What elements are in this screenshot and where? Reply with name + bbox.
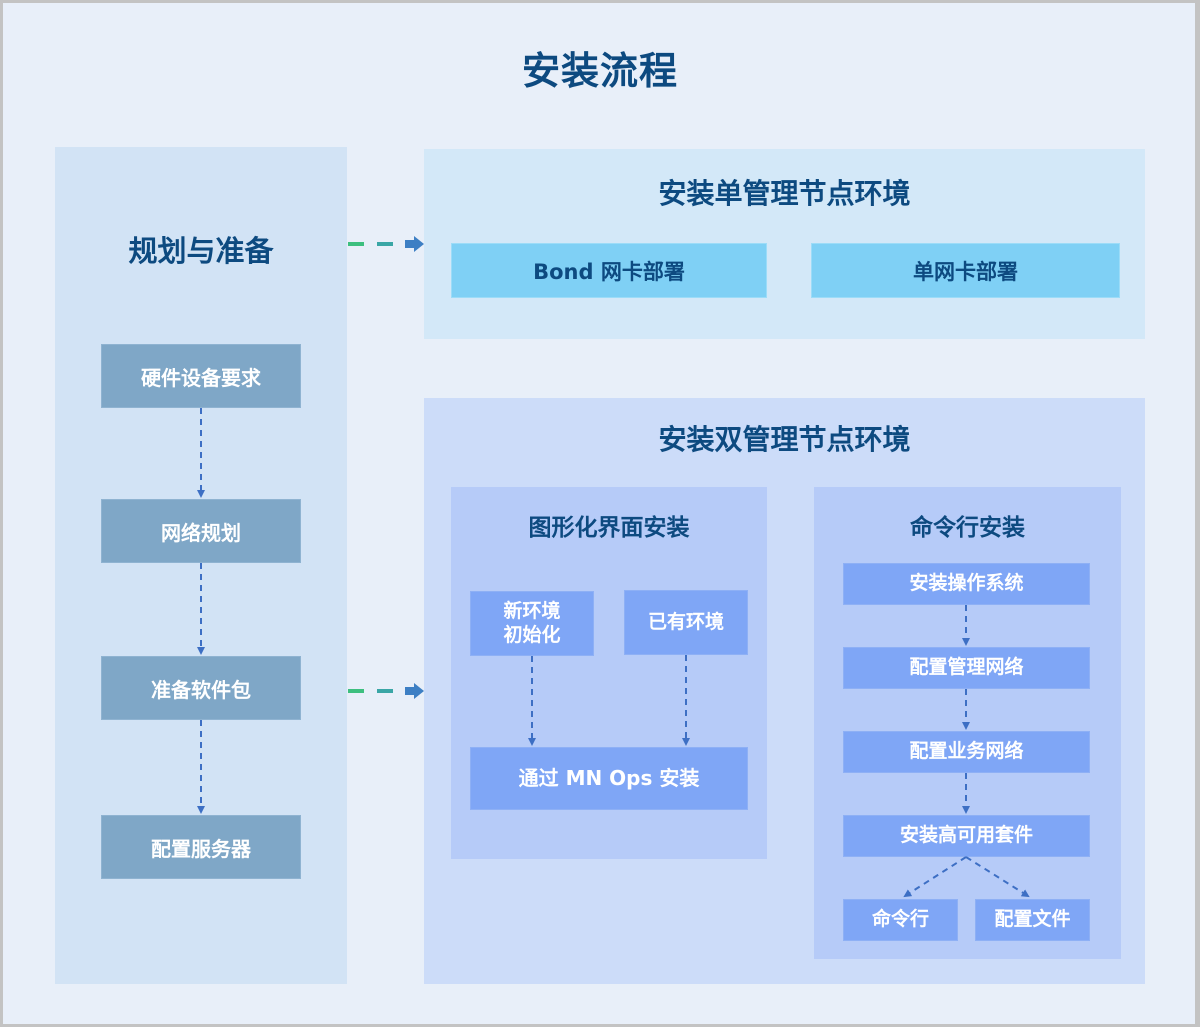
cli-step-install-os: 安装操作系统 <box>843 563 1090 605</box>
cli-step-configure-business-network: 配置业务网络 <box>843 731 1090 773</box>
cli-step-install-ha-suite: 安装高可用套件 <box>843 815 1090 857</box>
gui-install-title: 图形化界面安装 <box>528 515 690 541</box>
step-prepare-packages: 准备软件包 <box>101 656 301 720</box>
new-environment-init-line1: 新环境 <box>503 599 561 622</box>
cli-branch-command-line: 命令行 <box>843 899 958 941</box>
existing-environment: 已有环境 <box>624 590 748 655</box>
bond-nic-deployment: Bond 网卡部署 <box>451 243 767 298</box>
step-configure-server: 配置服务器 <box>101 815 301 879</box>
planning-title: 规划与准备 <box>128 234 274 268</box>
new-environment-init-line2: 初始化 <box>503 623 561 646</box>
install-via-mn-ops: 通过 MN Ops 安装 <box>470 747 748 810</box>
step-network-planning: 网络规划 <box>101 499 301 563</box>
single-node-title: 安装单管理节点环境 <box>658 177 911 210</box>
diagram-title: 安装流程 <box>521 49 678 93</box>
cli-install-panel <box>814 487 1121 959</box>
new-environment-init: 新环境 初始化 <box>470 591 594 656</box>
single-nic-deployment: 单网卡部署 <box>811 243 1120 298</box>
step-hardware-requirements: 硬件设备要求 <box>101 344 301 408</box>
dual-node-title: 安装双管理节点环境 <box>658 423 911 456</box>
cli-branch-config-file: 配置文件 <box>975 899 1090 941</box>
cli-step-configure-mgmt-network: 配置管理网络 <box>843 647 1090 689</box>
cli-install-title: 命令行安装 <box>910 515 1025 541</box>
